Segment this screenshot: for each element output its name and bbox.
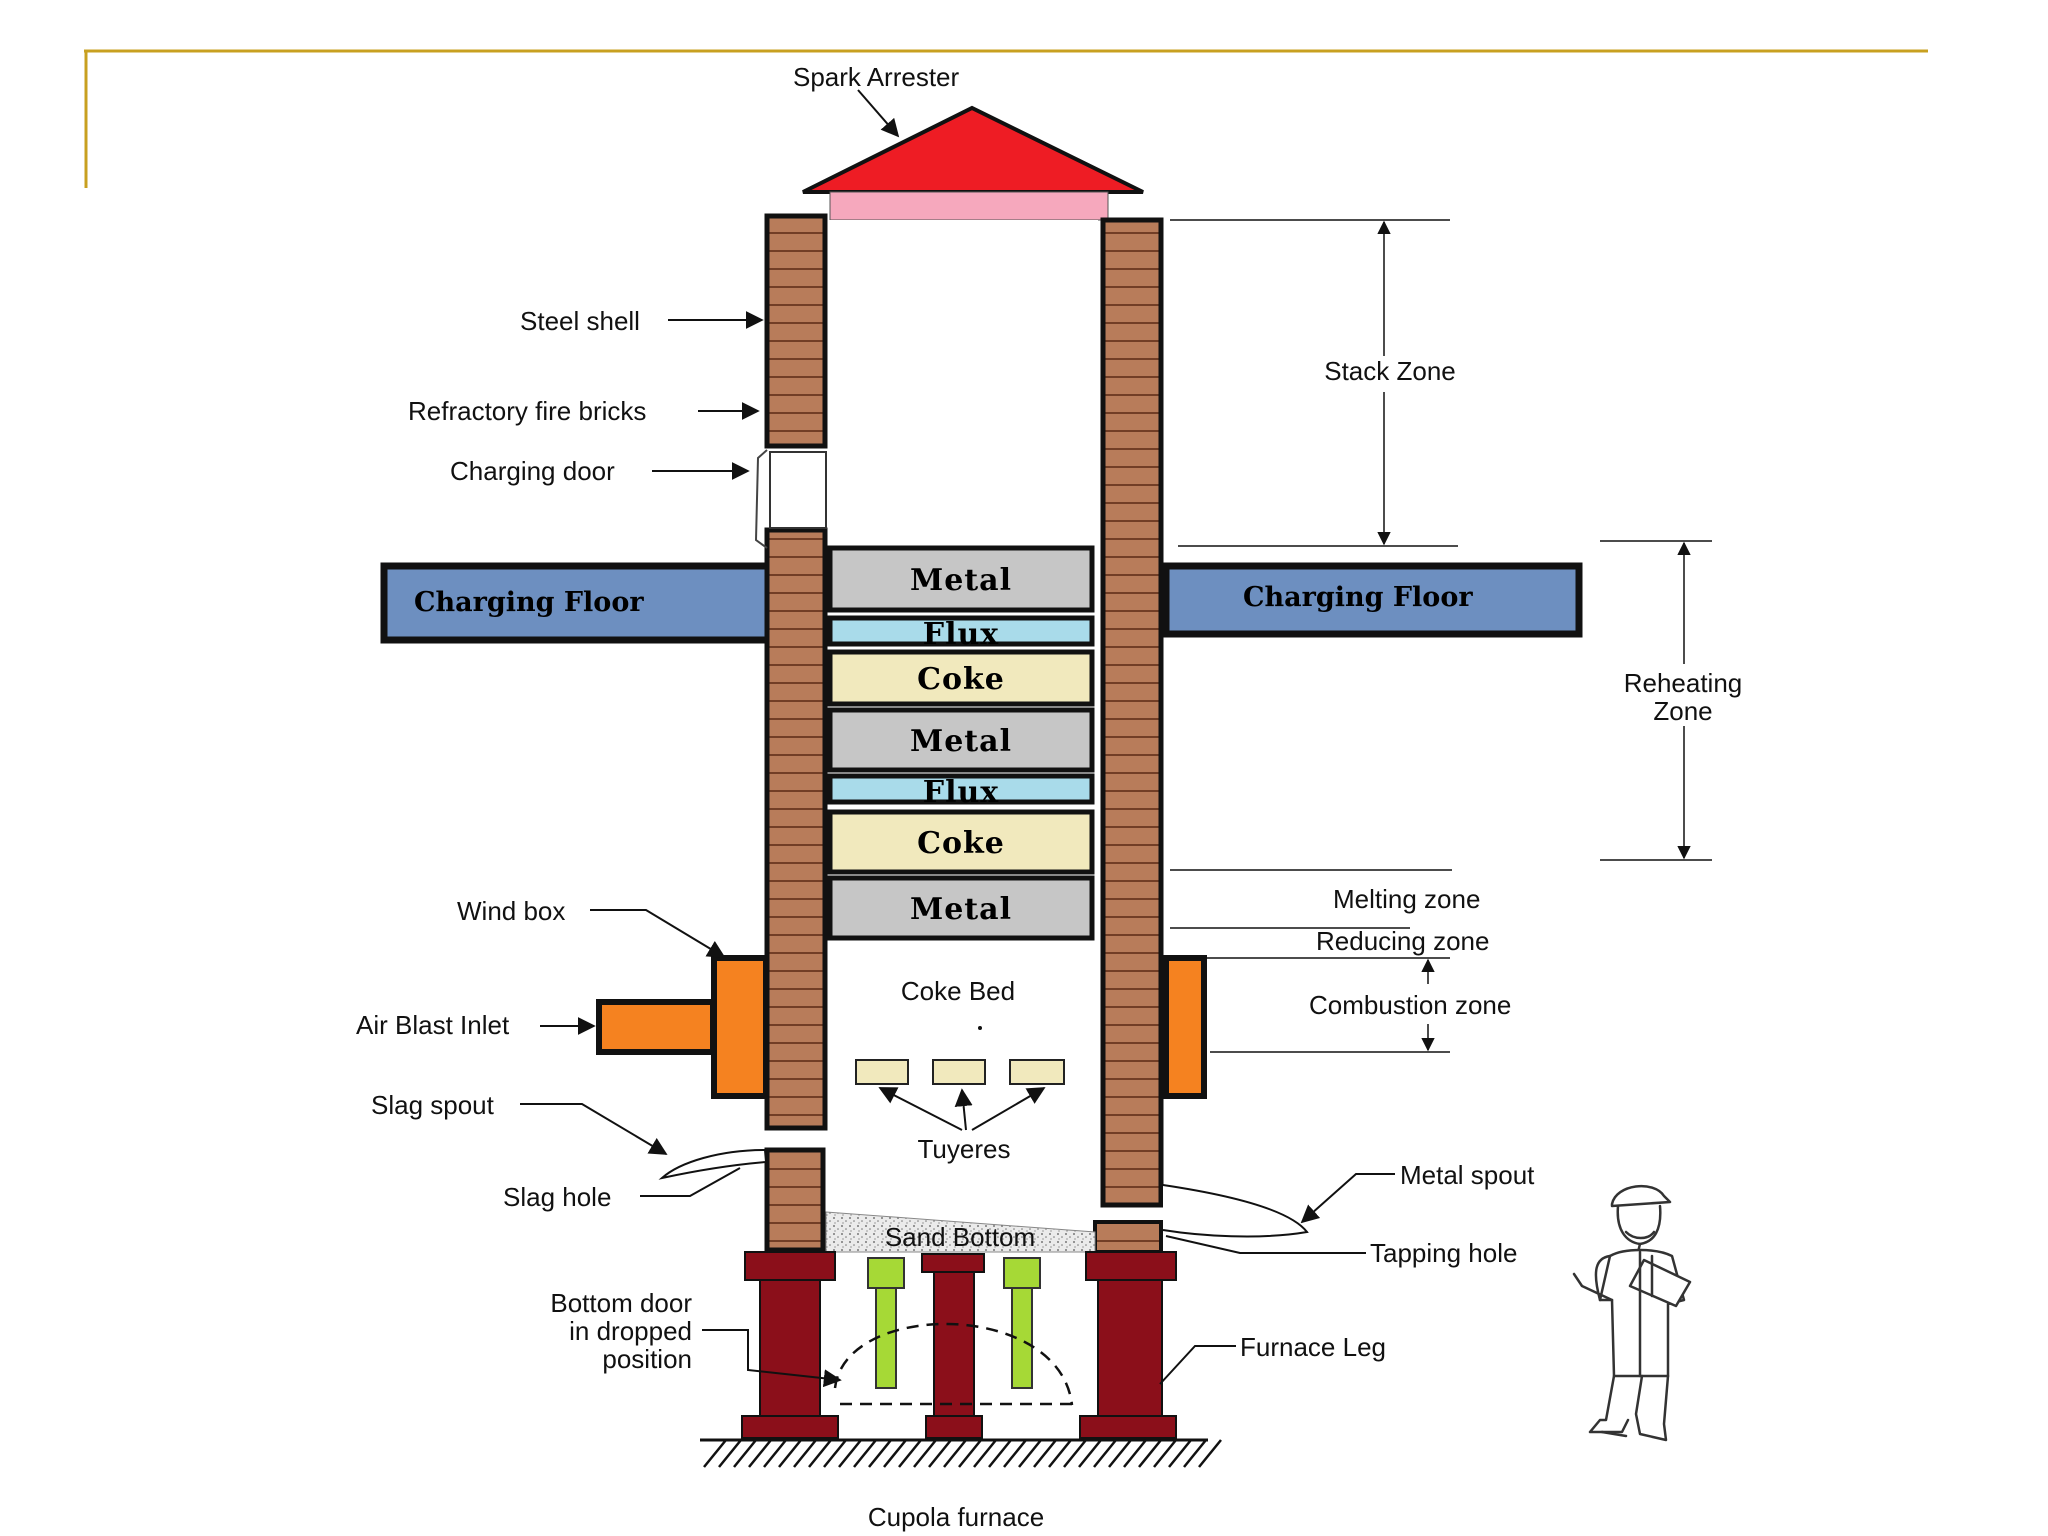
slag-spout bbox=[658, 1148, 768, 1180]
furnace-wall-right bbox=[1093, 217, 1164, 1254]
ground-hatch-mark bbox=[1153, 1439, 1177, 1468]
tuyeres bbox=[855, 1026, 1065, 1085]
ground-hatch bbox=[700, 1438, 1222, 1468]
ground-hatch-mark bbox=[1198, 1439, 1222, 1468]
bottom-door-dropped bbox=[833, 1322, 1074, 1406]
charge-layer-metal bbox=[827, 875, 1095, 941]
charge-layer-label: Coke bbox=[917, 826, 1005, 861]
ground-hatch-mark bbox=[988, 1439, 1012, 1468]
charge-layer-label: Metal bbox=[910, 563, 1012, 598]
charge-layer-flux bbox=[827, 615, 1095, 647]
label-melting-zone: Melting zone bbox=[1333, 884, 1480, 914]
charge-layer-coke bbox=[827, 649, 1095, 707]
spark-arrester bbox=[802, 105, 1144, 221]
ground-hatch-mark bbox=[1138, 1439, 1162, 1468]
label-spark-arrester: Spark Arrester bbox=[793, 62, 960, 92]
ground-hatch-mark bbox=[913, 1439, 937, 1468]
ground-hatch-mark bbox=[958, 1439, 982, 1468]
label-wind-box: Wind box bbox=[457, 896, 565, 926]
label-bottom-door-1: Bottom door bbox=[550, 1288, 692, 1318]
tuyere bbox=[932, 1059, 986, 1085]
ground-hatch-mark bbox=[1168, 1439, 1192, 1468]
charge-layer-flux bbox=[827, 773, 1095, 805]
ground-hatch-mark bbox=[763, 1439, 787, 1468]
label-stack-zone: Stack Zone bbox=[1324, 356, 1456, 386]
ground-hatch-mark bbox=[928, 1439, 952, 1468]
ground-hatch-mark bbox=[943, 1439, 967, 1468]
label-metal-spout: Metal spout bbox=[1400, 1160, 1535, 1190]
label-combustion-zone: Combustion zone bbox=[1309, 990, 1511, 1020]
ground-hatch-mark bbox=[703, 1439, 727, 1468]
ground-hatch-mark bbox=[823, 1439, 847, 1468]
label-tapping-hole: Tapping hole bbox=[1370, 1238, 1517, 1268]
label-reducing-zone: Reducing zone bbox=[1316, 926, 1489, 956]
charge-layer-label: Metal bbox=[910, 724, 1012, 759]
label-reheating-zone-2: Zone bbox=[1653, 696, 1712, 726]
leader-arrows bbox=[520, 89, 1395, 1388]
zone-guides bbox=[1170, 219, 1712, 1053]
ground-hatch-mark bbox=[1018, 1439, 1042, 1468]
ground-hatch-mark bbox=[733, 1439, 757, 1468]
label-refractory-fire-bricks: Refractory fire bricks bbox=[408, 396, 646, 426]
ground-hatch-mark bbox=[898, 1439, 922, 1468]
label-slag-hole: Slag hole bbox=[503, 1182, 611, 1212]
label-bottom-door-2: in dropped bbox=[569, 1316, 692, 1346]
charge-layer-metal bbox=[827, 545, 1095, 613]
label-air-blast-inlet: Air Blast Inlet bbox=[356, 1010, 510, 1040]
tuyere bbox=[855, 1059, 909, 1085]
label-reheating-zone-1: Reheating bbox=[1624, 668, 1743, 698]
label-coke-bed: Coke Bed bbox=[901, 976, 1015, 1006]
ground-hatch-mark bbox=[748, 1439, 772, 1468]
ground-hatch-mark bbox=[853, 1439, 877, 1468]
ground-hatch-mark bbox=[1033, 1439, 1057, 1468]
ground-hatch-mark bbox=[868, 1439, 892, 1468]
ground-hatch-mark bbox=[1078, 1439, 1102, 1468]
tuyere bbox=[1009, 1059, 1065, 1085]
ground-hatch-mark bbox=[793, 1439, 817, 1468]
label-charging-floor-left: Charging Floor bbox=[414, 587, 644, 618]
label-furnace-leg: Furnace Leg bbox=[1240, 1332, 1386, 1362]
slide-frame bbox=[84, 49, 1928, 188]
worker-figure bbox=[1572, 1184, 1692, 1442]
charge-layer-coke bbox=[827, 809, 1095, 875]
ground-hatch-mark bbox=[1123, 1439, 1147, 1468]
ground-hatch-mark bbox=[1003, 1439, 1027, 1468]
charge-layer-label: Coke bbox=[917, 662, 1005, 697]
label-charging-floor-right: Charging Floor bbox=[1243, 582, 1473, 613]
charge-layer-label: Flux bbox=[923, 775, 1000, 810]
caption: Cupola furnace bbox=[868, 1502, 1044, 1532]
ground-hatch-mark bbox=[718, 1439, 742, 1468]
ground-hatch-mark bbox=[1093, 1439, 1117, 1468]
ground-hatch-mark bbox=[808, 1439, 832, 1468]
air-blast-inlet bbox=[596, 999, 716, 1055]
ground-hatch-mark bbox=[1063, 1439, 1087, 1468]
ground-hatch-mark bbox=[883, 1439, 907, 1468]
label-sand-bottom: Sand Bottom bbox=[885, 1222, 1035, 1252]
ground-hatch-mark bbox=[1108, 1439, 1132, 1468]
ground-hatch-mark bbox=[1183, 1439, 1207, 1468]
ground-hatch-mark bbox=[1048, 1439, 1072, 1468]
ground-hatch-mark bbox=[973, 1439, 997, 1468]
furnace-legs bbox=[741, 1251, 1177, 1439]
charging-door bbox=[754, 449, 827, 549]
label-steel-shell: Steel shell bbox=[520, 306, 640, 336]
label-tuyeres: Tuyeres bbox=[918, 1134, 1011, 1164]
label-charging-door: Charging door bbox=[450, 456, 615, 486]
metal-spout bbox=[1162, 1184, 1309, 1238]
furnace-wall-left bbox=[764, 213, 828, 1253]
ground-hatch-mark bbox=[838, 1439, 862, 1468]
ground-hatch-mark bbox=[778, 1439, 802, 1468]
bottom-door-props bbox=[833, 1257, 1074, 1406]
charge-layer-metal bbox=[827, 707, 1095, 773]
wind-box bbox=[711, 955, 1207, 1099]
label-slag-spout: Slag spout bbox=[371, 1090, 495, 1120]
charge-layer-label: Metal bbox=[910, 892, 1012, 927]
label-bottom-door-3: position bbox=[602, 1344, 692, 1374]
charging-floor-right bbox=[1162, 562, 1583, 638]
charge-layer-label: Flux bbox=[923, 617, 1000, 652]
